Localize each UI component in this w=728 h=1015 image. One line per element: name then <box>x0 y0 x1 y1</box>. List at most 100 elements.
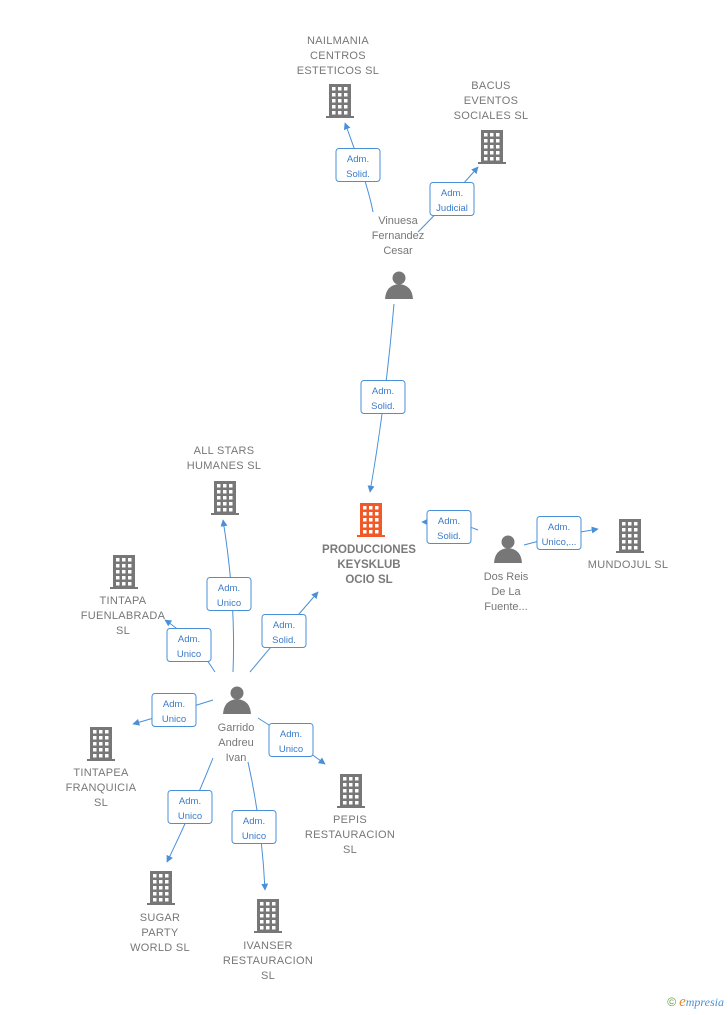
role-text: Unico <box>162 714 186 725</box>
node-label: SOCIALES SL <box>454 110 529 122</box>
node-label: Dos Reis <box>484 571 529 583</box>
node-label: TINTAPEA <box>73 767 129 779</box>
role-label-vinuesa-to-bacus[interactable]: Adm. Judicial <box>429 182 475 216</box>
node-label: ALL STARS <box>194 445 255 457</box>
role-text: Adm. <box>243 816 265 827</box>
node-label: TINTAPA <box>100 595 147 607</box>
role-label-garrido-to-pepis[interactable]: Adm. Unico <box>268 723 314 757</box>
node-label: Cesar <box>383 245 413 257</box>
role-text: Adm. <box>178 634 200 645</box>
role-label-vinuesa-to-producciones[interactable]: Adm.Solid. <box>360 380 406 414</box>
node-label: Vinuesa <box>378 215 418 227</box>
role-text: Adm. <box>280 729 302 740</box>
building-icon <box>147 871 175 905</box>
building-icon <box>326 84 354 118</box>
node-mundojul[interactable]: MUNDOJUL SL <box>588 519 669 571</box>
building-icon <box>337 774 365 808</box>
role-text: Unico <box>242 831 266 842</box>
building-icon <box>211 481 239 515</box>
node-nailmania[interactable]: NAILMANIA CENTROS ESTETICOS SL <box>297 35 379 118</box>
role-label-garrido-to-tintapa[interactable]: Adm. Unico <box>166 628 212 662</box>
node-label: Fuente... <box>484 601 527 613</box>
role-box <box>206 577 252 611</box>
node-tintapa[interactable]: TINTAPA FUENLABRADA SL <box>81 555 166 637</box>
role-box <box>429 182 475 216</box>
roles-layer: Adm.Solid.Adm.JudicialAdm.Solid.Adm.Soli… <box>151 148 582 844</box>
role-label-vinuesa-to-nailmania[interactable]: Adm. Solid. <box>335 148 381 182</box>
role-text: Solid. <box>437 531 461 542</box>
node-label: PEPIS <box>333 814 367 826</box>
building-icon <box>357 503 385 537</box>
role-label-garrido-to-allstars[interactable]: Adm. Unico <box>206 577 252 611</box>
empresia-watermark: ©empresia <box>667 994 724 1011</box>
brand-initial: e <box>679 994 686 1010</box>
role-text: Solid. <box>371 401 395 412</box>
role-text: Adm. <box>218 583 240 594</box>
role-label-garrido-to-producciones[interactable]: Adm.Solid. <box>261 614 307 648</box>
role-box <box>335 148 381 182</box>
node-label: NAILMANIA <box>307 35 369 47</box>
node-label: SL <box>261 970 275 982</box>
node-label: RESTAURACION <box>223 955 313 967</box>
node-label: SUGAR <box>140 912 181 924</box>
node-label: CENTROS <box>310 50 366 62</box>
role-text: Adm. <box>163 699 185 710</box>
role-text: Judicial <box>436 203 468 214</box>
person-icon <box>494 535 522 563</box>
role-box <box>268 723 314 757</box>
node-label: Andreu <box>218 737 253 749</box>
node-label: KEYSKLUB <box>337 559 400 571</box>
role-text: Adm. <box>441 188 463 199</box>
node-label: WORLD SL <box>130 942 190 954</box>
copyright-symbol: © <box>667 995 677 1009</box>
role-box <box>231 810 277 844</box>
node-label: De La <box>491 586 521 598</box>
node-label: EVENTOS <box>464 95 518 107</box>
role-box <box>261 614 307 648</box>
role-label-dosreis-to-mundojul[interactable]: Adm.Unico,... <box>536 516 582 550</box>
role-text: Unico <box>177 649 201 660</box>
node-label: BACUS <box>471 80 510 92</box>
role-text: Unico <box>178 811 202 822</box>
brand-name: mpresia <box>685 995 724 1009</box>
node-label: Ivan <box>226 752 247 764</box>
building-icon <box>478 130 506 164</box>
role-text: Adm. <box>548 522 570 533</box>
node-bacus[interactable]: BACUS EVENTOS SOCIALES SL <box>454 80 529 164</box>
role-label-garrido-to-ivanser[interactable]: Adm. Unico <box>231 810 277 844</box>
node-label: ESTETICOS SL <box>297 65 379 77</box>
node-label: PRODUCCIONES <box>322 544 416 556</box>
role-text: Unico <box>217 598 241 609</box>
node-dosreis[interactable]: Dos Reis De La Fuente... <box>484 535 529 614</box>
role-label-garrido-to-sugar[interactable]: Adm. Unico <box>167 790 213 824</box>
role-label-dosreis-to-producciones[interactable]: Adm. Solid. <box>426 510 472 544</box>
node-label: FUENLABRADA <box>81 610 166 622</box>
role-box <box>536 516 582 550</box>
node-label: SL <box>116 625 130 637</box>
building-icon <box>254 899 282 933</box>
role-text: Adm. <box>179 796 201 807</box>
node-label: SL <box>343 844 357 856</box>
node-label: Garrido <box>218 722 255 734</box>
role-text: Adm. <box>347 154 369 165</box>
role-label-garrido-to-tintapea[interactable]: Adm. Unico <box>151 693 197 727</box>
node-label: HUMANES SL <box>187 460 262 472</box>
person-icon <box>223 686 251 714</box>
role-text: Solid. <box>346 169 370 180</box>
building-icon <box>87 727 115 761</box>
role-box <box>151 693 197 727</box>
role-box <box>166 628 212 662</box>
role-text: Unico <box>279 744 303 755</box>
role-text: Adm. <box>438 516 460 527</box>
node-allstars[interactable]: ALL STARS HUMANES SL <box>187 445 262 515</box>
role-box <box>426 510 472 544</box>
